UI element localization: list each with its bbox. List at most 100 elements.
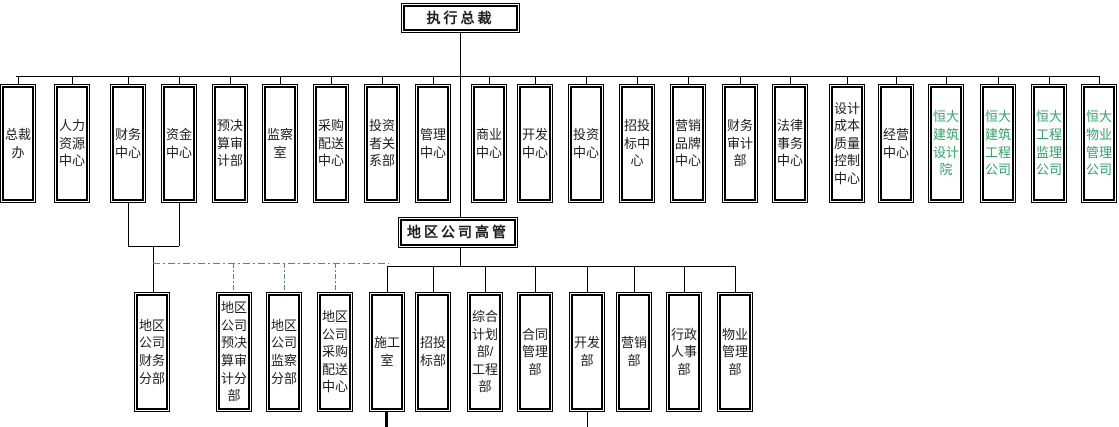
regional-dept-box: 物业管理部 (717, 292, 753, 412)
regional-dept-label: 招投标部 (417, 294, 449, 410)
hq-tick-line (280, 76, 281, 84)
continuation-tail-line (385, 412, 388, 427)
hq-dept-box: 恒大建筑设计院 (928, 84, 964, 203)
regional-drop-line (485, 266, 486, 292)
hq-dept-label: 设计成本质量控制中心 (831, 86, 863, 201)
regional-dept-label: 营销部 (618, 294, 650, 410)
hq-tick-line (179, 76, 180, 84)
hq-dept-label: 投资中心 (570, 86, 602, 201)
dashed-link-line-v (284, 263, 285, 292)
regional-drop-line (587, 266, 588, 292)
regional-executives-label: 地区公司高管 (400, 219, 516, 246)
regional-dept-box: 合同管理部 (517, 292, 553, 412)
hq-dept-label: 财务中心 (112, 86, 144, 201)
regional-dept-label: 综合计划部/工程部 (469, 294, 501, 410)
regional-dept-box: 施工室 (369, 292, 405, 412)
hq-tick-line (230, 76, 231, 84)
hq-dept-label: 预决算审计部 (214, 86, 246, 201)
hq-dept-label: 开发中心 (519, 86, 551, 201)
regional-drop-line (535, 266, 536, 292)
hq-tick-line (489, 76, 490, 84)
finance-drop-line (153, 246, 154, 292)
regional-bus-line (387, 266, 735, 267)
hq-tick-line (331, 76, 332, 84)
hq-dept-box: 预决算审计部 (212, 84, 248, 203)
hq-dept-label: 资金中心 (163, 86, 195, 201)
regional-dept-label: 地区公司监察分部 (268, 294, 300, 410)
regional-dept-label: 地区公司预决算审计分部 (218, 294, 250, 410)
dashed-link-line-v (233, 263, 234, 292)
hq-tick-line (535, 76, 536, 84)
hq-dept-label: 人力资源中心 (56, 86, 88, 201)
regional-dept-label: 物业管理部 (719, 294, 751, 410)
regional-executives-box: 地区公司高管 (398, 217, 518, 248)
hq-dept-box: 监察室 (262, 84, 298, 203)
regional-drop-line (433, 266, 434, 292)
hq-dept-box: 管理中心 (415, 84, 451, 203)
hq-dept-box: 商业中心 (471, 84, 507, 203)
hq-dept-box: 开发中心 (517, 84, 553, 203)
root-box-executive-president: 执行总裁 (401, 3, 520, 33)
root-trunk-line (460, 33, 461, 217)
hq-tick-line (18, 76, 19, 84)
dashed-link-line-h (153, 263, 389, 264)
hq-tick-line (790, 76, 791, 84)
hq-tick-line (847, 76, 848, 84)
finance-bracket-line (128, 203, 129, 246)
dashed-link-line-v (335, 263, 336, 292)
continuation-tail-line (587, 412, 588, 427)
hq-dept-box: 投资中心 (568, 84, 604, 203)
hq-dept-box: 经营中心 (878, 84, 914, 203)
hq-dept-box: 财务审计部 (722, 84, 758, 203)
regional-dept-label: 地区公司财务分部 (136, 294, 168, 410)
hq-dept-box: 恒大建筑工程公司 (980, 84, 1016, 203)
hq-tick-line (637, 76, 638, 84)
hq-dept-box: 人力资源中心 (54, 84, 90, 203)
regional-dept-label: 地区公司采购配送中心 (319, 294, 351, 410)
regional-drop-line (387, 266, 388, 292)
hq-dept-label: 恒大建筑设计院 (930, 86, 962, 201)
hq-bus-line (16, 76, 1100, 77)
regional-trunk-line (460, 248, 461, 266)
finance-bracket-line (179, 203, 180, 246)
regional-dept-box: 综合计划部/工程部 (467, 292, 503, 412)
hq-dept-label: 商业中心 (473, 86, 505, 201)
hq-tick-line (1099, 76, 1100, 84)
hq-tick-line (998, 76, 999, 84)
regional-dept-box: 地区公司采购配送中心 (317, 292, 353, 412)
hq-dept-label: 法律事务中心 (774, 86, 806, 201)
hq-tick-line (128, 76, 129, 84)
regional-drop-line (684, 266, 685, 292)
regional-dept-label: 行政人事部 (668, 294, 700, 410)
hq-dept-label: 总裁办 (2, 86, 34, 201)
hq-tick-line (688, 76, 689, 84)
hq-tick-line (740, 76, 741, 84)
hq-tick-line (72, 76, 73, 84)
hq-dept-label: 营销品牌中心 (672, 86, 704, 201)
regional-dept-label: 开发部 (571, 294, 603, 410)
hq-dept-label: 经营中心 (880, 86, 912, 201)
hq-dept-label: 管理中心 (417, 86, 449, 201)
hq-dept-label: 投资者关系部 (366, 86, 398, 201)
hq-tick-line (433, 76, 434, 84)
hq-dept-box: 设计成本质量控制中心 (829, 84, 865, 203)
regional-dept-label: 施工室 (371, 294, 403, 410)
hq-dept-box: 营销品牌中心 (670, 84, 706, 203)
hq-dept-label: 监察室 (264, 86, 296, 201)
regional-dept-label: 合同管理部 (519, 294, 551, 410)
regional-drop-line (735, 266, 736, 292)
regional-dept-box: 招投标部 (415, 292, 451, 412)
root-box-label: 执行总裁 (403, 5, 518, 31)
hq-dept-label: 恒大建筑工程公司 (982, 86, 1014, 201)
hq-dept-label: 恒大工程监理公司 (1033, 86, 1065, 201)
hq-dept-box: 恒大物业管理公司 (1081, 84, 1117, 203)
regional-dept-box: 地区公司预决算审计分部 (216, 292, 252, 412)
hq-dept-box: 财务中心 (110, 84, 146, 203)
regional-dept-box: 营销部 (616, 292, 652, 412)
hq-dept-box: 恒大工程监理公司 (1031, 84, 1067, 203)
hq-dept-label: 招投标中心 (621, 86, 653, 201)
hq-dept-label: 采购配送中心 (315, 86, 347, 201)
hq-tick-line (1049, 76, 1050, 84)
hq-dept-label: 财务审计部 (724, 86, 756, 201)
hq-tick-line (586, 76, 587, 84)
